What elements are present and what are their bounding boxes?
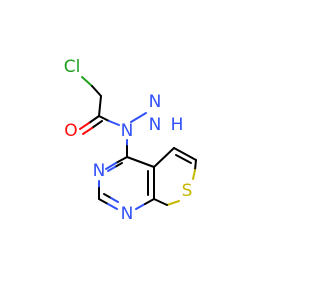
bond-n1-c7a [144,198,155,205]
bond-s-c7a [153,198,168,206]
bond-c4-n3 [115,156,128,164]
subscript-label: N [149,115,162,135]
chlorine-atom-label: Cl [64,57,81,77]
bond-s-c7a-yellow [166,200,180,206]
bond-cl-ch2 [81,76,93,87]
bond-c6-s-yellow [192,169,196,180]
bond-c4-n3-inner [114,162,123,168]
bond-n1-c7a-blue [135,203,146,210]
bond-c4a-c4 [126,156,155,168]
hydrazine-nitrogen-label: N [149,92,162,112]
bond-c4-n3-blue [105,162,117,170]
bond-c6-s [194,159,197,171]
ring-nitrogen-n3-label: N [93,161,106,181]
bond-c2-n1-blue [107,203,118,210]
bond-carbonyl-oxygen-b-red [82,127,93,135]
sulfur-atom-label: S [182,181,193,201]
bond-cl-ch2-carbon [91,85,102,97]
hydrogen-label: H [171,115,184,135]
bond-c4-n3-inner-blue [107,166,116,172]
bond-n-n [130,112,147,123]
bond-carbonyl-oxygen-a-red [79,122,90,130]
bond-carbonyl-n-amide [98,115,110,122]
amide-nitrogen-label: N [121,121,134,141]
bond-carbonyl-oxygen-a [88,115,100,124]
bond-c2-n1 [98,198,109,205]
bond-c2-n1-inner-blue [110,197,119,203]
oxygen-atom-label: O [64,121,77,141]
ring-nitrogen-n1-label: N [121,204,134,224]
bond-carbonyl-oxygen-b [91,120,103,129]
molecule-structure: Cl O N N H N N N S [64,57,197,224]
bond-c4a-c5 [153,147,175,168]
bond-carbonyl-n-amide-blue [108,120,120,126]
bond-c2-n1-inner [103,193,112,199]
bond-c5-c6 [173,147,197,161]
bond-ch2-carbonyl [98,95,102,117]
bond-c5-c6-inner [175,154,192,164]
